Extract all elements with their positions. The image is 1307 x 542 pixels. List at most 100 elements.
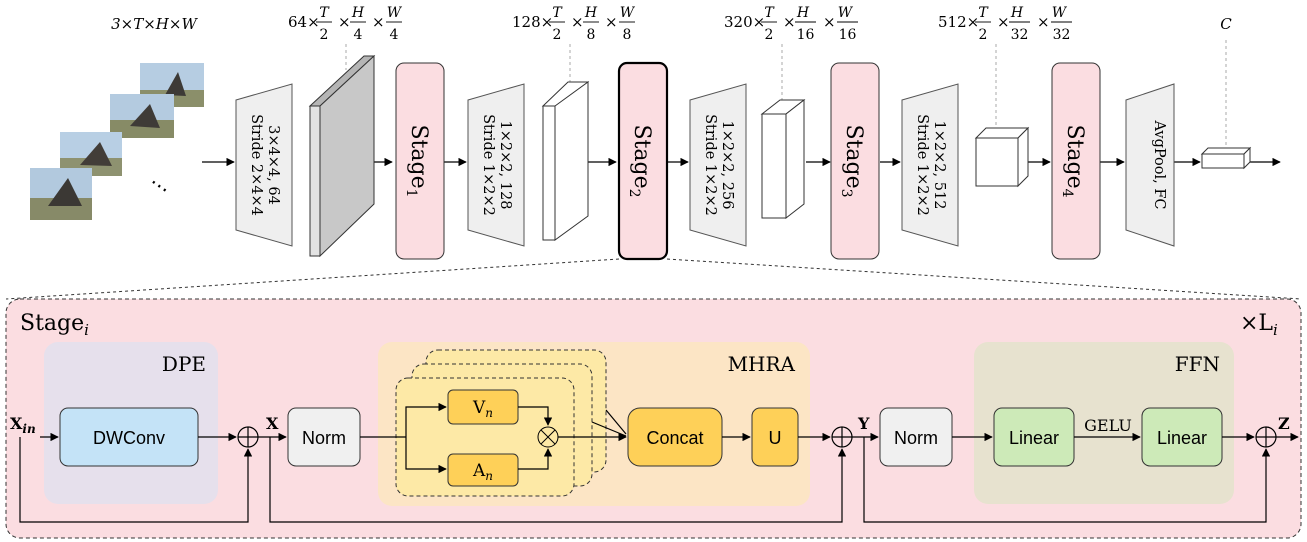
video-frame: [110, 94, 174, 138]
stage-block-4: Stage4: [1051, 62, 1101, 260]
svg-text:2: 2: [765, 27, 774, 43]
svg-text:32: 32: [1011, 27, 1029, 43]
svg-text:2: 2: [979, 27, 988, 43]
svg-text:Linear: Linear: [1009, 428, 1059, 448]
svg-text:128×: 128×: [512, 13, 553, 31]
add-icon: [1255, 426, 1277, 448]
svg-text:AvgPool, FC: AvgPool, FC: [1151, 120, 1167, 210]
svg-text:512×: 512×: [938, 13, 979, 31]
mhra-module: MHRA Vn An Concat U: [378, 342, 810, 506]
patch-embed-conv-3: 1×2×2, 256 Stride 1×2×2: [689, 83, 747, 247]
feature-map-4: [974, 126, 1030, 188]
svg-text:×: ×: [783, 13, 796, 31]
x-label: X: [266, 414, 279, 433]
svg-text:1×2×2, 512: 1×2×2, 512: [931, 121, 947, 210]
svg-text:2: 2: [553, 27, 562, 43]
head-avgpool-fc: AvgPool, FC: [1125, 83, 1175, 247]
patch-embed-conv-2: 1×2×2, 128 Stride 1×2×2: [467, 83, 525, 247]
patch-embed-conv-1: 3×4×4, 64 Stride 2×4×4: [235, 83, 293, 247]
stage-block-3: Stage3: [830, 62, 880, 260]
svg-text:W: W: [838, 5, 854, 21]
svg-text:W: W: [1052, 5, 1068, 21]
svg-text:Stride 2×4×4: Stride 2×4×4: [248, 114, 264, 216]
svg-text:Norm: Norm: [302, 428, 346, 448]
add-icon: [831, 426, 853, 448]
svg-text:MHRA: MHRA: [728, 352, 796, 376]
output-dim-label: C: [1220, 15, 1232, 33]
svg-text:FFN: FFN: [1175, 352, 1220, 376]
svg-text:An: An: [472, 461, 493, 483]
svg-text:H: H: [351, 5, 365, 21]
svg-text:2: 2: [320, 27, 329, 43]
x-in-label: Xin: [10, 414, 36, 436]
feature-map-1: [308, 54, 376, 258]
svg-text:Stride 1×2×2: Stride 1×2×2: [914, 114, 930, 216]
svg-text:16: 16: [839, 27, 857, 43]
svg-text:Stride 1×2×2: Stride 1×2×2: [480, 114, 496, 216]
dpe-module: DPE DWConv: [44, 342, 218, 504]
svg-text:×: ×: [372, 13, 385, 31]
feature-map-3: [760, 98, 806, 220]
add-icon: [237, 426, 259, 448]
svg-text:Stage3: Stage3: [838, 124, 866, 197]
svg-text:×: ×: [1037, 13, 1050, 31]
ffn-module: FFN Linear Linear GELU: [974, 342, 1234, 504]
svg-text:U: U: [769, 428, 782, 448]
svg-text:320×: 320×: [724, 13, 765, 31]
input-ellipsis: ⋯: [145, 170, 175, 201]
svg-text:W: W: [620, 5, 636, 21]
svg-text:Norm: Norm: [894, 428, 938, 448]
svg-text:3×4×4, 64: 3×4×4, 64: [265, 125, 281, 205]
y-label: Y: [857, 414, 870, 433]
svg-text:4: 4: [390, 27, 399, 43]
stage-block-2: Stage2: [617, 61, 669, 261]
svg-text:T: T: [319, 5, 330, 21]
svg-text:1×2×2, 256: 1×2×2, 256: [719, 121, 735, 210]
svg-text:8: 8: [587, 27, 596, 43]
stage-repeat-label: ×Li: [1240, 311, 1278, 339]
svg-text:H: H: [584, 5, 598, 21]
dimension-label-2: 128×T2×H8×W8: [512, 5, 636, 43]
stage-block-1: Stage1: [395, 62, 445, 260]
patch-embed-conv-4: 1×2×2, 512 Stride 1×2×2: [901, 83, 959, 247]
svg-text:H: H: [796, 5, 810, 21]
a-block: [447, 453, 519, 487]
svg-text:DWConv: DWConv: [93, 428, 165, 448]
svg-text:T: T: [978, 5, 989, 21]
svg-text:Vn: Vn: [472, 398, 493, 420]
svg-text:Stage1: Stage1: [403, 124, 431, 197]
svg-text:×: ×: [997, 13, 1010, 31]
video-frame: [30, 168, 92, 220]
svg-text:Stride 1×2×2: Stride 1×2×2: [702, 114, 718, 216]
svg-text:16: 16: [797, 27, 815, 43]
output-vector: [1200, 146, 1252, 170]
svg-text:×: ×: [571, 13, 584, 31]
svg-text:Concat: Concat: [646, 428, 703, 448]
svg-text:64×: 64×: [288, 13, 320, 31]
svg-text:W: W: [387, 5, 403, 21]
svg-text:DPE: DPE: [162, 352, 206, 376]
svg-text:GELU: GELU: [1084, 416, 1132, 435]
input-video-frames: ⋯: [30, 63, 204, 220]
svg-text:H: H: [1010, 5, 1024, 21]
stage-detail-title: Stagei: [20, 311, 89, 339]
svg-text:1×2×2, 128: 1×2×2, 128: [497, 121, 513, 210]
svg-text:32: 32: [1053, 27, 1071, 43]
svg-text:×: ×: [338, 13, 351, 31]
svg-text:8: 8: [623, 27, 632, 43]
svg-text:×: ×: [823, 13, 836, 31]
dimension-label-4: 512×T2×H32×W32: [938, 5, 1072, 43]
input-shape-label: 3×T×H×W: [111, 15, 198, 33]
svg-text:T: T: [552, 5, 563, 21]
dimension-labels: 64×T2×H4×W4128×T2×H8×W8320×T2×H16×W16512…: [288, 5, 1072, 43]
svg-text:Linear: Linear: [1157, 428, 1207, 448]
svg-text:×: ×: [605, 13, 618, 31]
z-label: Z: [1278, 414, 1290, 433]
svg-text:T: T: [764, 5, 775, 21]
svg-text:Stage4: Stage4: [1059, 124, 1087, 197]
dimension-label-3: 320×T2×H16×W16: [724, 5, 858, 43]
dimension-label-1: 64×T2×H4×W4: [288, 5, 403, 43]
feature-map-2: [541, 81, 590, 241]
svg-text:4: 4: [354, 27, 363, 43]
